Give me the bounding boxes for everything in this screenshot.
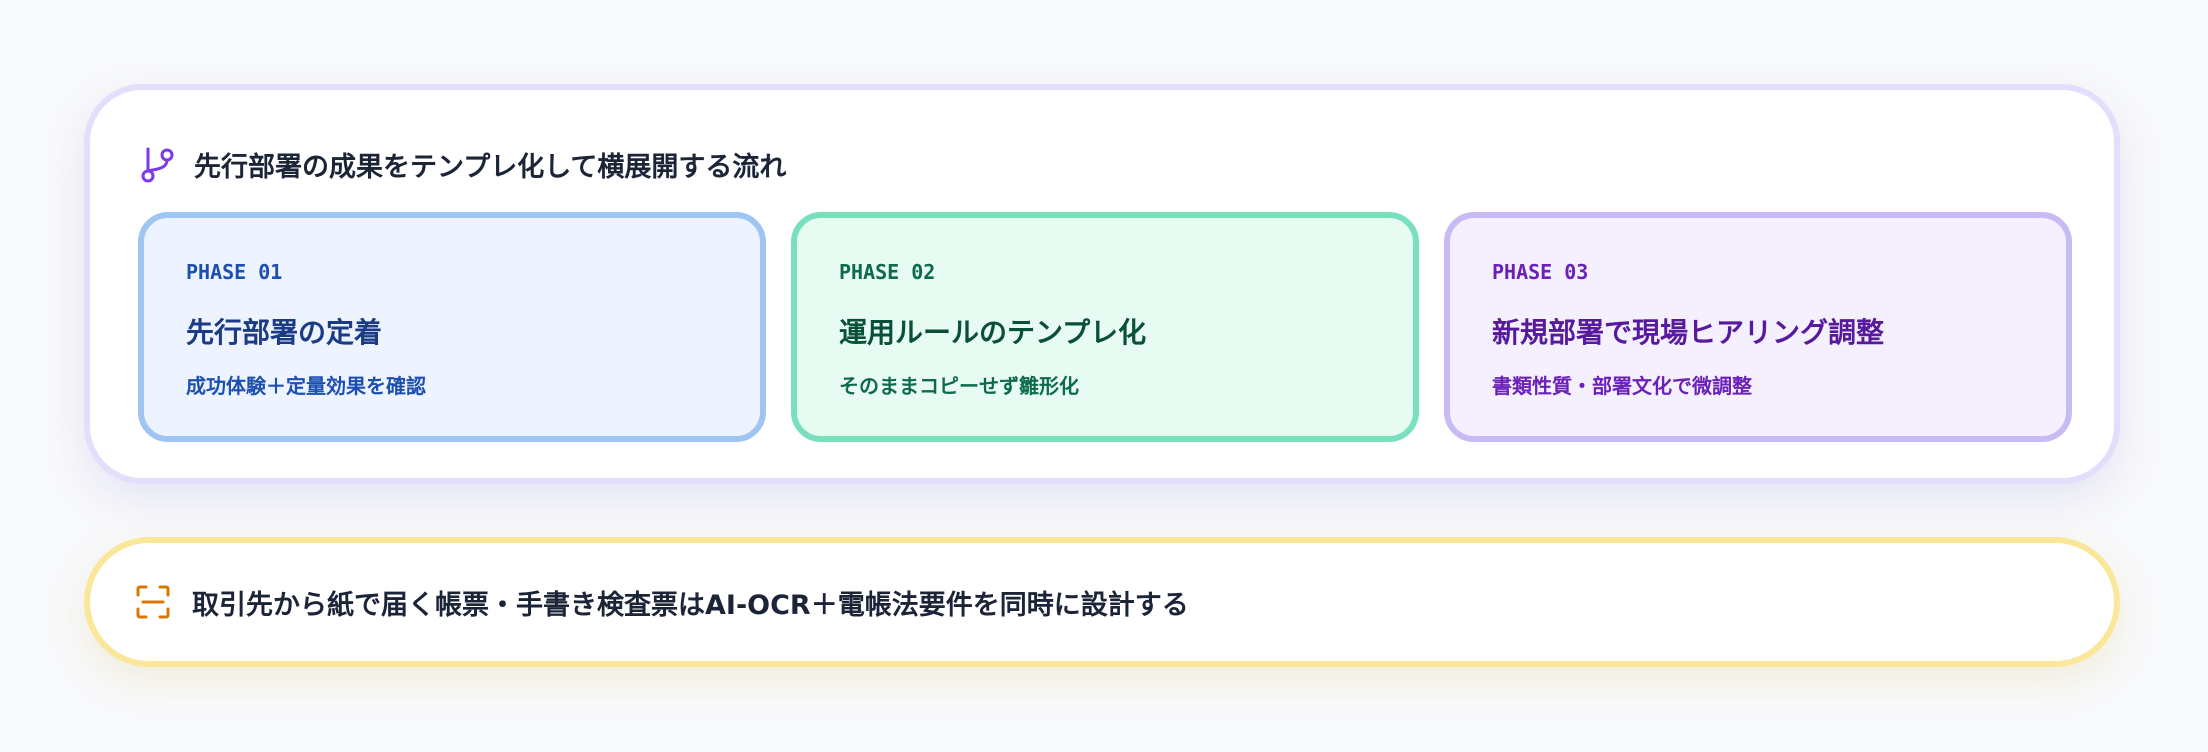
ocr-banner: 取引先から紙で届く帳票・手書き検査票はAI-OCR＋電帳法要件を同時に設計する bbox=[84, 537, 2120, 667]
phase-description: 書類性質・部署文化で微調整 bbox=[1492, 374, 1752, 398]
phase-card-3: PHASE 03 新規部署で現場ヒアリング調整 書類性質・部署文化で微調整 bbox=[1444, 212, 2072, 442]
phase-title: 運用ルールのテンプレ化 bbox=[839, 316, 1147, 349]
flow-panel: 先行部署の成果をテンプレ化して横展開する流れ PHASE 01 先行部署の定着 … bbox=[84, 84, 2120, 484]
phase-description: 成功体験＋定量効果を確認 bbox=[186, 374, 426, 398]
panel-header: 先行部署の成果をテンプレ化して横展開する流れ bbox=[138, 142, 786, 186]
phase-label: PHASE 02 bbox=[839, 260, 936, 284]
phase-title: 先行部署の定着 bbox=[186, 316, 383, 349]
banner-text: 取引先から紙で届く帳票・手書き検査票はAI-OCR＋電帳法要件を同時に設計する bbox=[192, 589, 1189, 621]
phase-description: そのままコピーせず雛形化 bbox=[839, 374, 1079, 398]
panel-title: 先行部署の成果をテンプレ化して横展開する流れ bbox=[194, 151, 787, 183]
phase-label: PHASE 01 bbox=[186, 260, 283, 284]
git-branch-icon bbox=[141, 147, 174, 183]
phase-card-1: PHASE 01 先行部署の定着 成功体験＋定量効果を確認 bbox=[138, 212, 766, 442]
phase-card-2: PHASE 02 運用ルールのテンプレ化 そのままコピーせず雛形化 bbox=[791, 212, 1419, 442]
phase-label: PHASE 03 bbox=[1492, 260, 1589, 284]
phase-title: 新規部署で現場ヒアリング調整 bbox=[1492, 316, 1885, 349]
scan-icon bbox=[136, 585, 170, 619]
